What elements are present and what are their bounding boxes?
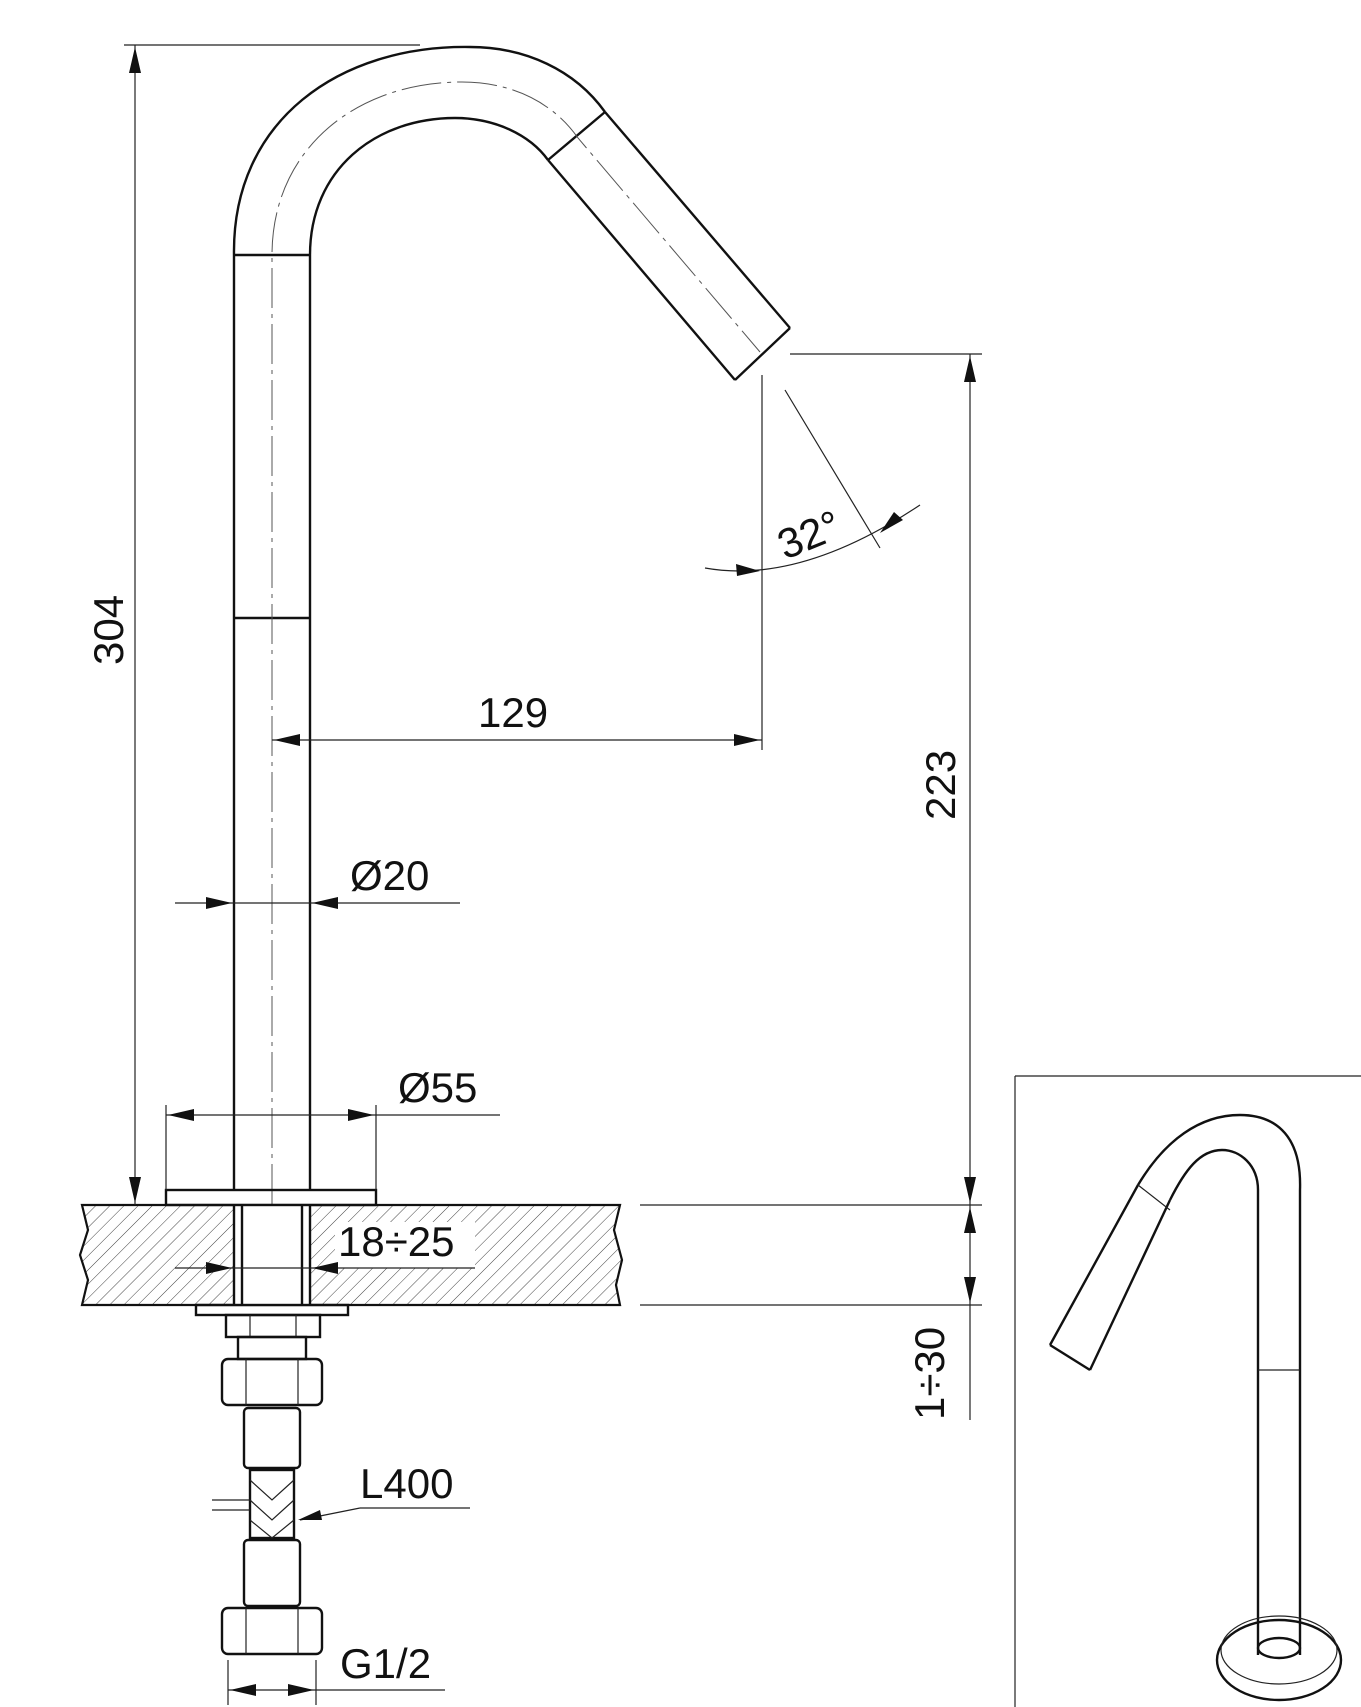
dim-thread: G1/2	[227, 1640, 445, 1705]
upper-ferrule	[242, 1406, 302, 1470]
dim-total-height: 304	[85, 44, 420, 1205]
iso-spout-bottom	[1088, 1199, 1172, 1371]
faucet-side-view	[232, 45, 791, 1260]
deck-hole	[234, 1205, 310, 1305]
bend-outer	[232, 45, 606, 256]
arrow-304-bottom	[129, 1177, 141, 1203]
arrow-223-bottom	[964, 1177, 976, 1203]
bend-inner	[308, 116, 549, 256]
threaded-stem	[236, 1335, 308, 1361]
braid-pattern	[249, 1479, 295, 1539]
arrow-129-left	[274, 734, 300, 746]
iso-base-outer	[1215, 1618, 1343, 1702]
dim-1-30-label: 1÷30	[906, 1327, 953, 1420]
dim-129-label: 129	[478, 689, 548, 736]
dim-angle: 32°	[704, 389, 921, 576]
arrow-20-left	[206, 897, 232, 909]
arrow-18-left	[206, 1262, 232, 1274]
dim-o55-label: Ø55	[398, 1064, 477, 1111]
dim-o20-label: Ø20	[350, 852, 429, 899]
lower-ferrule	[242, 1538, 302, 1608]
arrow-129-right	[734, 734, 760, 746]
centre-line	[271, 81, 761, 1260]
arrow-angle-left	[736, 564, 760, 576]
iso-bend-inner	[1168, 1148, 1260, 1201]
spout-bottom-edge	[547, 159, 736, 381]
arrow-55-left	[168, 1109, 194, 1121]
arrow-g12-right	[288, 1684, 314, 1696]
arrow-304-top	[129, 47, 141, 73]
iso-tube-foot	[1256, 1636, 1302, 1660]
dim-deck-thickness: 18÷25	[175, 1218, 475, 1274]
upper-hose-nut	[220, 1357, 324, 1407]
backnut	[224, 1313, 322, 1339]
backnut-washer	[194, 1303, 350, 1317]
arrow-1-30-bottom	[964, 1277, 976, 1303]
dim-l400-label: L400	[360, 1460, 453, 1507]
arrow-55-right	[348, 1109, 374, 1121]
iso-spout-top	[1048, 1184, 1140, 1346]
dim-18-25-label: 18÷25	[338, 1218, 454, 1265]
base-rosette	[164, 1188, 378, 1207]
dim-304-label: 304	[85, 595, 132, 665]
iso-bend-outer	[1136, 1113, 1302, 1191]
braided-hose	[248, 1468, 296, 1540]
dim-shank-range: 1÷30	[640, 1204, 982, 1420]
arrow-l400	[298, 1510, 322, 1520]
dim-32-label: 32°	[771, 501, 847, 568]
under-deck-fittings	[194, 1303, 350, 1656]
arrow-20-right	[312, 897, 338, 909]
spout-top-edge	[604, 111, 791, 329]
angle-ext	[784, 389, 881, 549]
label-bg-18-25	[335, 1222, 475, 1268]
arrow-223-top	[964, 356, 976, 382]
arrow-1-30-top	[964, 1207, 976, 1233]
arrow-18-right	[312, 1262, 338, 1274]
dim-223-label: 223	[917, 750, 964, 820]
lower-hose-nut	[220, 1606, 324, 1656]
iso-base-inner	[1220, 1615, 1338, 1685]
iso-spout-outlet	[1049, 1343, 1091, 1372]
dim-projection: 129	[272, 375, 763, 750]
isometric-preview	[1014, 1075, 1361, 1707]
dim-hose-length: L400	[212, 1460, 470, 1521]
dim-base-diameter: Ø55	[165, 1064, 500, 1190]
arrow-g12-left	[230, 1684, 256, 1696]
dim-tube-diameter: Ø20	[175, 852, 460, 909]
spout-outlet	[734, 327, 791, 381]
dim-outlet-height: 223	[790, 353, 982, 1205]
dim-g12-label: G1/2	[340, 1640, 431, 1687]
arrow-angle-right	[880, 512, 903, 533]
iso-spout-joint	[1137, 1184, 1171, 1211]
